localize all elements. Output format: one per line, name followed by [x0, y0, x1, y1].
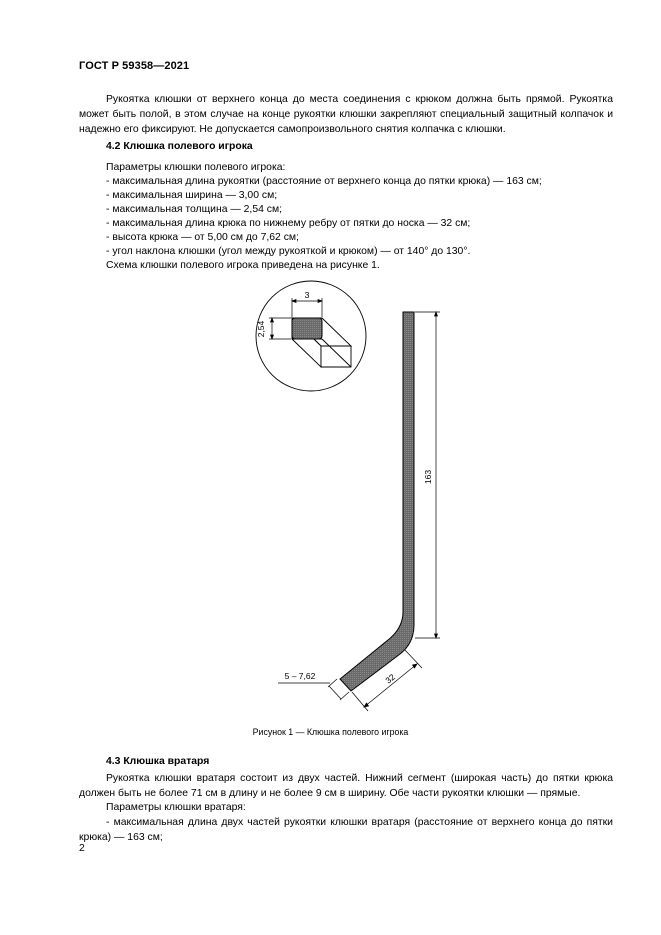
detail-circle — [255, 280, 367, 392]
dimension-blade-length — [351, 649, 423, 712]
section-4-3-title: 4.3 Клюшка вратаря — [106, 756, 210, 767]
param-line: - максимальная длина крюка по нижнему ре… — [106, 218, 471, 229]
param-line: - угол наклона клюшки (угол между рукоят… — [106, 246, 471, 257]
dim-blade-height-label: 5 – 7,62 — [285, 671, 316, 681]
cross-section-box — [290, 316, 353, 369]
figure-caption: Рисунок 1 — Клюшка полевого игрока — [252, 727, 409, 737]
dim-thickness-label: 2,54 — [256, 320, 266, 337]
dimension-width — [291, 298, 323, 317]
param-line: - максимальная длина рукоятки (расстояни… — [106, 176, 542, 187]
dim-length-label: 163 — [423, 470, 433, 484]
dimension-thickness — [269, 317, 291, 340]
param-line: Схема клюшки полевого игрока приведена н… — [106, 260, 380, 271]
param-line: - максимальная ширина — 3,00 см; — [106, 190, 278, 201]
stick-shaft-and-blade — [339, 311, 415, 692]
param-line: - максимальная толщина — 2,54 см; — [106, 204, 282, 215]
dimension-length — [415, 311, 440, 639]
document-header: ГОСТ Р 59358—2021 — [79, 60, 190, 72]
param-line: - высота крюка — от 5,00 см до 7,62 см; — [106, 232, 299, 243]
section-4-2-title: 4.2 Клюшка полевого игрока — [106, 141, 253, 152]
goalie-params-title: Параметры клюшки вратаря: — [106, 802, 246, 813]
param-line: Параметры клюшки полевого игрока: — [106, 162, 286, 173]
dimension-blade-height — [278, 678, 350, 701]
page-number: 2 — [79, 843, 85, 854]
dim-width-label: 3 — [305, 290, 310, 300]
goalie-paragraph-1: Рукоятка клюшки вратаря состоит из двух … — [79, 773, 613, 799]
goalie-paragraph-2: - максимальная длина двух частей рукоятк… — [79, 817, 613, 843]
intro-paragraph: Рукоятка клюшки от верхнего конца до мес… — [79, 94, 613, 135]
dim-blade-length-label: 32 — [383, 672, 397, 686]
